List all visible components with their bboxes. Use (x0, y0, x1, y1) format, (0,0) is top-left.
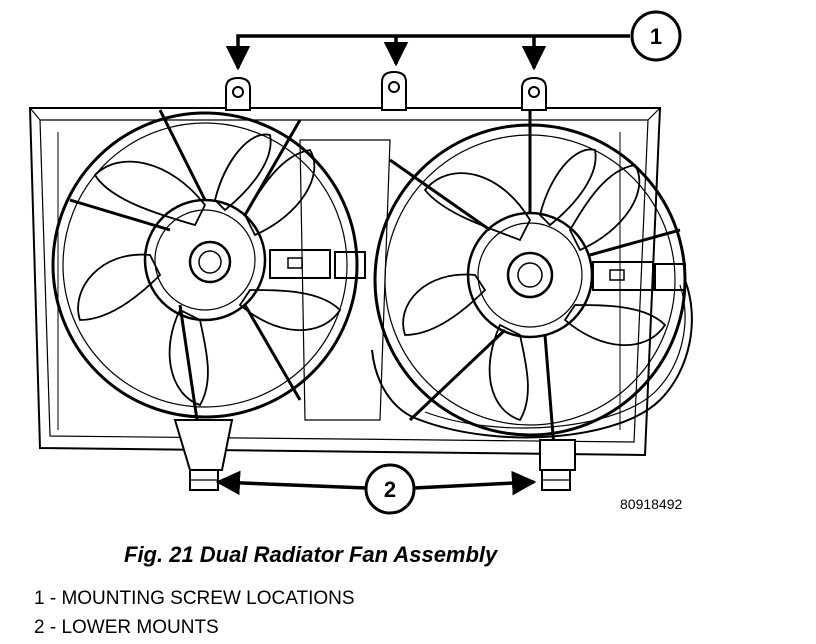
left-fan-motor-connector (269, 249, 331, 279)
callout-2-bubble: 2 (364, 463, 416, 515)
callout-2-label: 2 (384, 477, 396, 502)
upper-mount-tabs (225, 70, 547, 111)
callout-1-bubble: 1 (630, 10, 682, 62)
shroud-frame (28, 107, 662, 457)
right-fan-motor-connector (592, 261, 654, 291)
callout-2-leaders (215, 470, 537, 496)
right-fan-blades (402, 148, 667, 422)
right-fan (371, 90, 693, 461)
lower-mounts (173, 419, 576, 491)
callout-1-label: 1 (650, 24, 662, 49)
left-fan-blades (77, 133, 342, 407)
part-number: 80918492 (620, 496, 683, 512)
legend-item-lower-mounts: 2 - LOWER MOUNTS (34, 617, 219, 638)
legend-item-mounting-screws: 1 - MOUNTING SCREW LOCATIONS (34, 588, 355, 609)
callout-1-leaders (225, 34, 630, 71)
fan-assembly-illustration: 1 2 80918492 (28, 10, 693, 515)
left-fan (51, 109, 366, 441)
figure-caption: Fig. 21 Dual Radiator Fan Assembly (124, 542, 498, 567)
left-fan-struts (69, 109, 302, 441)
